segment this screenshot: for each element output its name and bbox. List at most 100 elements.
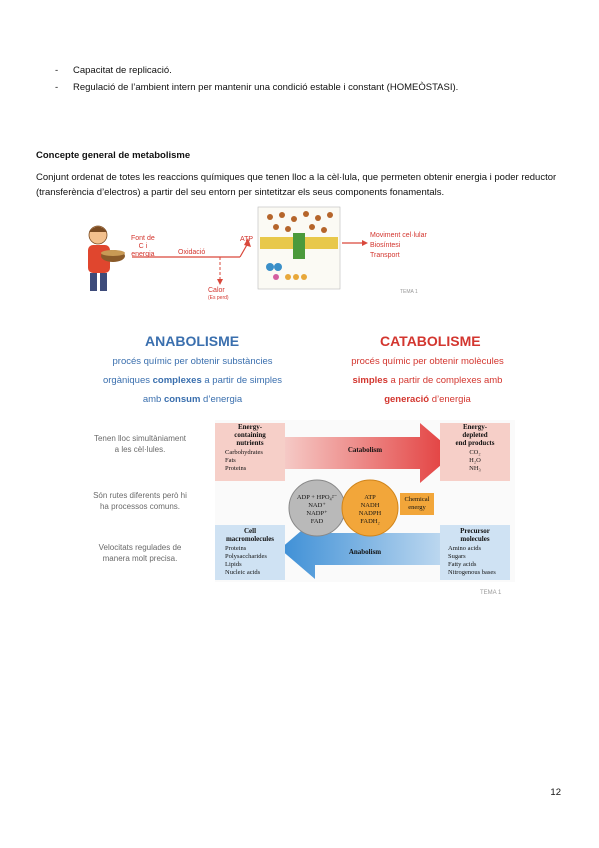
heat-sub-label: (Es perd) <box>208 295 229 301</box>
metabolism-diagram <box>215 420 515 582</box>
energy-nutrients-box <box>215 423 285 481</box>
desc-part: d’energia <box>200 394 243 405</box>
grey-circle-text: ADP + HPO₄²⁻ NAD⁺ NADP⁺ FAD <box>292 494 342 526</box>
title-line: macromolecules <box>225 535 275 543</box>
desc-line: procés químic per obtenir substàncies <box>112 356 273 367</box>
metabolism-overview-figure: Font de C i energia Oxidació ATP Calor (… <box>80 205 430 305</box>
desc-emphasis: consum <box>163 394 201 405</box>
depleted-products-text: Energy- depleted end products CO₂ H₂O NH… <box>440 423 510 473</box>
box-item: Nitrogenous bases <box>448 569 496 576</box>
anabolisme-title: ANABOLISME <box>145 333 240 349</box>
title-line: depleted <box>462 431 488 439</box>
box-item: Proteins <box>225 465 247 472</box>
circle-line: ATP <box>364 494 376 501</box>
box-item: CO₂ <box>469 449 481 456</box>
desc-part: a partir de complexes amb <box>387 375 503 386</box>
anabolism-catabolism-figure: ANABOLISME procés químic per obtenir sub… <box>80 330 520 605</box>
box-items: CO₂ H₂O NH₃ <box>440 449 510 473</box>
output-item: Transport <box>370 252 400 259</box>
energy-line: energy <box>408 504 426 511</box>
box-items: Carbohydrates Fats Proteins <box>215 449 285 473</box>
desc-line: procés químic per obtenir molècules <box>351 356 504 367</box>
box-item: Fats <box>225 457 236 464</box>
circle-line: NAD⁺ <box>308 502 326 509</box>
source-label: Font de C i energia <box>131 235 155 259</box>
title-line: Energy- <box>237 423 263 431</box>
outputs-list: Moviment cel·lular Biosíntesi Transport <box>370 231 427 261</box>
section-heading: Concepte general de metabolisme <box>36 150 191 161</box>
person-illustration <box>88 225 125 291</box>
bullet-dash: - <box>55 65 59 76</box>
page-number: 12 <box>550 787 561 798</box>
precursor-text: Precursor molecules Amino acids Sugars F… <box>440 527 510 577</box>
orange-circle-text: ATP NADH NADPH FADH₂ <box>345 494 395 526</box>
chemical-energy-box <box>400 493 434 515</box>
bullet-item: - Capacitat de replicació. <box>55 65 172 76</box>
box-title: Energy- depleted end products <box>440 423 510 447</box>
source-line: Font de <box>131 235 155 242</box>
figure1-graphic <box>88 206 368 291</box>
precursor-box <box>440 525 510 580</box>
desc-line: orgàniques complexes a partir de simples <box>100 371 285 390</box>
note-line: a les cèl·lules. <box>114 445 166 454</box>
desc-line: amb consum d’energia <box>100 390 285 409</box>
output-item: Biosíntesi <box>370 242 401 249</box>
tema-label: TEMA 1 <box>480 590 502 596</box>
circle-line: NADPH <box>358 510 382 517</box>
circle-line: FADH₂ <box>360 518 380 525</box>
cell-macromolecules-box <box>215 525 285 580</box>
circle-line: NADH <box>360 502 380 509</box>
source-line: C i <box>138 243 148 250</box>
energy-nutrients-text: Energy- containing nutrients Carbohydrat… <box>215 423 285 473</box>
box-item: Nucleic acids <box>225 569 261 576</box>
note-line: Tenen lloc simultàniament <box>93 434 187 443</box>
oxidation-label: Oxidació <box>178 249 206 256</box>
output-item: Moviment cel·lular <box>370 232 427 239</box>
box-item: Proteins <box>225 545 247 552</box>
box-item: Carbohydrates <box>225 449 263 456</box>
title-line: end products <box>455 439 495 447</box>
box-items: Proteins Polysaccharides Lipids Nucleic … <box>215 545 285 577</box>
note-line: manera molt precisa. <box>102 554 178 563</box>
box-title: Cell macromolecules <box>215 527 285 543</box>
box-title: Precursor molecules <box>440 527 510 543</box>
circle-line: FAD <box>310 518 324 525</box>
desc-emphasis: generació <box>384 394 430 405</box>
catabolisme-description: procés químic per obtenir molècules simp… <box>335 352 520 409</box>
box-item: Amino acids <box>448 545 482 552</box>
catabolism-label: Catabolism <box>347 446 383 454</box>
circle-line: NADP⁺ <box>306 510 328 517</box>
desc-part: d’energia <box>429 394 471 405</box>
bullet-dash: - <box>55 82 59 93</box>
section-paragraph: Conjunt ordenat de totes les reaccions q… <box>36 172 557 198</box>
note-line: Velocitats regulades de <box>98 543 182 552</box>
box-item: Sugars <box>448 553 466 560</box>
box-item: Fatty acids <box>448 561 477 568</box>
title-line: nutrients <box>236 439 264 447</box>
note-routes: Són rutes diferents però hi ha processos… <box>80 490 200 512</box>
title-line: containing <box>234 431 266 439</box>
catabolism-arrow <box>270 423 455 483</box>
atp-label: ATP <box>240 236 254 243</box>
title-line: molecules <box>460 535 490 543</box>
note-line: ha processos comuns. <box>99 502 181 511</box>
title-line: Cell <box>243 527 257 535</box>
note-simultaneous: Tenen lloc simultàniament a les cèl·lule… <box>80 433 200 455</box>
box-item: H₂O <box>469 457 481 464</box>
box-item: Polysaccharides <box>225 553 267 560</box>
bullet-text: Capacitat de replicació. <box>73 65 172 76</box>
title-line: Precursor <box>460 527 490 535</box>
catabolisme-title: CATABOLISME <box>380 333 481 349</box>
cell-macromolecules-text: Cell macromolecules Proteins Polysacchar… <box>215 527 285 577</box>
bullet-text: Regulació de l’ambient intern per manten… <box>73 82 459 93</box>
box-title: Energy- containing nutrients <box>215 423 285 447</box>
source-line: energia <box>131 251 155 258</box>
desc-part: orgàniques <box>102 375 153 386</box>
note-regulated: Velocitats regulades de manera molt prec… <box>80 542 200 564</box>
title-line: Energy- <box>462 423 488 431</box>
bottom-molecules <box>266 263 307 280</box>
desc-emphasis: complexes <box>152 375 202 386</box>
tema-label: TEMA 1 <box>400 289 418 295</box>
depleted-products-box <box>440 423 510 481</box>
box-items: Amino acids Sugars Fatty acids Nitrogeno… <box>440 545 510 577</box>
